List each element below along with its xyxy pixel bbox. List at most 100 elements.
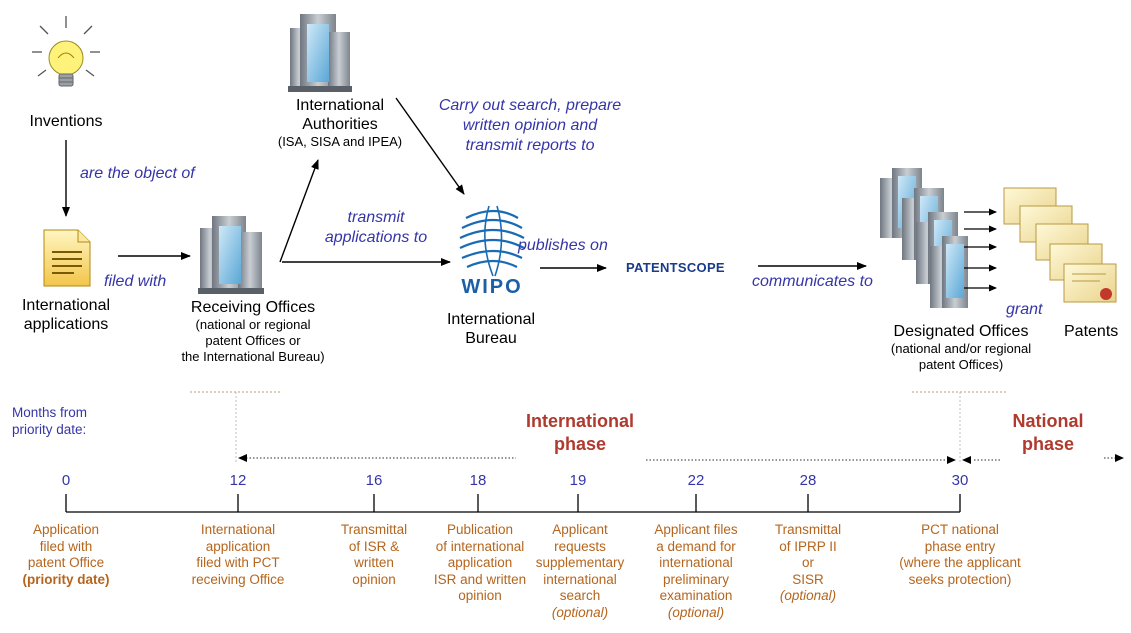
intl-bureau-label: International Bureau bbox=[426, 310, 556, 348]
timeline-desc-22-optional: (optional) bbox=[667, 604, 725, 620]
wipo-globe-icon bbox=[459, 205, 525, 277]
months-label-line-2: priority date: bbox=[12, 422, 87, 437]
timeline-desc-18-line-3: application bbox=[447, 555, 513, 570]
timeline-desc-0-priority: (priority date) bbox=[22, 571, 110, 587]
grant-arrows bbox=[964, 208, 997, 292]
flow-carry-out-line-3: transmit reports to bbox=[465, 137, 595, 154]
intl-bureau-line-1: International bbox=[446, 311, 536, 328]
international-phase-line-1: International bbox=[525, 411, 634, 431]
timeline-desc-19-line-1: Applicant bbox=[552, 522, 608, 537]
flow-transmit-apps-line-1: transmit bbox=[347, 209, 405, 226]
international-phase-line-2: phase bbox=[553, 434, 607, 454]
timeline-desc-19-line-4: international bbox=[543, 571, 617, 587]
national-phase-line-2: phase bbox=[1021, 434, 1075, 454]
flow-carry-out-line-2: written opinion and bbox=[462, 117, 598, 134]
month-22: 22 bbox=[687, 472, 705, 489]
inventions-label: Inventions bbox=[29, 113, 103, 130]
receiving-offices-sub-3: the International Bureau) bbox=[181, 349, 325, 364]
flow-carry-out: Carry out search, prepare written opinio… bbox=[412, 96, 648, 156]
flow-grant: grant bbox=[1006, 301, 1043, 318]
intl-applications-line-2: applications bbox=[23, 316, 109, 333]
timeline-desc-19-line-5: search bbox=[559, 588, 601, 603]
month-28: 28 bbox=[799, 472, 817, 489]
timeline-desc-12-line-3: filed with PCT bbox=[196, 555, 280, 570]
timeline-desc-18-line-2: of international bbox=[435, 538, 525, 554]
patents-label: Patents bbox=[1064, 323, 1119, 340]
timeline-desc-0: Application filed with patent Office (pr… bbox=[8, 522, 124, 588]
timeline-desc-12-line-1: International bbox=[200, 522, 276, 537]
national-phase-label: National phase bbox=[992, 410, 1104, 456]
timeline-desc-16: Transmittal of ISR & written opinion bbox=[324, 522, 424, 588]
lightbulb-icon bbox=[32, 16, 100, 87]
designated-offices-block: Designated Offices (national and/or regi… bbox=[864, 322, 1058, 373]
timeline-desc-28-line-3: or bbox=[801, 555, 814, 570]
intl-applications-label: International applications bbox=[6, 296, 126, 334]
timeline-desc-22-line-3: international bbox=[659, 555, 733, 570]
month-12: 12 bbox=[229, 472, 247, 489]
receiving-offices-sub-1: (national or regional bbox=[195, 317, 311, 332]
intl-authorities-line-1: International bbox=[295, 97, 385, 114]
designated-offices-sub-1: (national and/or regional bbox=[890, 341, 1032, 356]
wipo-logo-text: WIPO bbox=[461, 276, 523, 298]
timeline-desc-28: Transmittal of IPRP II or SISR (optional… bbox=[762, 522, 854, 605]
timeline-desc-19-optional: (optional) bbox=[551, 604, 609, 620]
timeline-desc-18-line-4: ISR and written bbox=[433, 571, 527, 587]
receiving-offices-label: Receiving Offices bbox=[190, 299, 316, 316]
building-cluster-designated bbox=[880, 168, 968, 308]
month-0: 0 bbox=[61, 472, 71, 489]
months-label: Months from priority date: bbox=[12, 404, 87, 438]
intl-applications-line-1: International bbox=[21, 297, 111, 314]
patent-certificates-icon bbox=[1003, 187, 1117, 303]
timeline-desc-22-line-5: examination bbox=[659, 588, 733, 603]
timeline-desc-30: PCT national phase entry (where the appl… bbox=[886, 522, 1034, 588]
flow-communicates-to: communicates to bbox=[752, 273, 873, 290]
timeline-desc-22-line-2: a demand for bbox=[656, 538, 736, 554]
timeline-desc-28-line-2: of IPRP II bbox=[779, 538, 837, 554]
flow-transmit-apps-line-2: applications to bbox=[324, 229, 428, 246]
building-icon-authorities bbox=[288, 14, 352, 92]
timeline-desc-0-line-1: Application bbox=[32, 522, 100, 537]
receiving-offices-block: Receiving Offices (national or regional … bbox=[160, 298, 346, 365]
building-icon-receiving bbox=[198, 216, 264, 294]
timeline-desc-28-line-1: Transmittal bbox=[774, 522, 842, 537]
flow-carry-out-line-1: Carry out search, prepare bbox=[438, 97, 622, 114]
receiving-offices-sub-2: patent Offices or bbox=[205, 333, 301, 348]
intl-authorities-block: International Authorities (ISA, SISA and… bbox=[250, 96, 430, 150]
designated-offices-sub-2: patent Offices) bbox=[918, 357, 1004, 372]
timeline-desc-12-line-4: receiving Office bbox=[191, 571, 285, 587]
timeline-desc-0-line-2: filed with bbox=[39, 538, 93, 554]
patentscope-label: PATENTSCOPE bbox=[626, 260, 725, 275]
national-phase-line-1: National bbox=[1012, 411, 1084, 431]
timeline-desc-28-optional: (optional) bbox=[779, 588, 837, 603]
timeline-desc-12-line-2: application bbox=[205, 538, 271, 554]
timeline-desc-19-line-3: supplementary bbox=[535, 555, 625, 570]
timeline-desc-22-line-1: Applicant files bbox=[654, 522, 738, 537]
timeline-desc-30-line-3: (where the applicant bbox=[899, 555, 1021, 570]
intl-authorities-sub: (ISA, SISA and IPEA) bbox=[277, 134, 403, 149]
timeline-desc-28-line-4: SISR bbox=[792, 571, 824, 587]
timeline-desc-22-line-4: preliminary bbox=[662, 571, 730, 587]
timeline-desc-19: Applicant requests supplementary interna… bbox=[530, 522, 630, 621]
month-16: 16 bbox=[365, 472, 383, 489]
document-icon bbox=[43, 229, 91, 287]
international-phase-range bbox=[238, 454, 956, 464]
national-phase-range bbox=[962, 454, 1124, 464]
month-30: 30 bbox=[951, 472, 969, 489]
month-18: 18 bbox=[469, 472, 487, 489]
timeline-desc-22: Applicant files a demand for internation… bbox=[638, 522, 754, 621]
flow-publishes-on: publishes on bbox=[518, 237, 608, 254]
international-phase-label: International phase bbox=[500, 410, 660, 456]
flow-object-of: are the object of bbox=[80, 165, 195, 182]
timeline-desc-16-line-1: Transmittal bbox=[340, 522, 408, 537]
timeline-desc-0-line-3: patent Office bbox=[27, 555, 105, 570]
month-19: 19 bbox=[569, 472, 587, 489]
timeline-desc-18-line-5: opinion bbox=[458, 588, 502, 603]
timeline-desc-16-line-3: written bbox=[354, 555, 394, 570]
arrow-receiving-to-authorities bbox=[279, 159, 319, 263]
months-label-line-1: Months from bbox=[12, 405, 88, 420]
timeline-desc-18-line-1: Publication bbox=[446, 522, 514, 537]
flow-transmit-apps: transmit applications to bbox=[312, 208, 440, 248]
timeline-desc-12: International application filed with PCT… bbox=[176, 522, 300, 588]
flow-filed-with: filed with bbox=[104, 273, 167, 290]
